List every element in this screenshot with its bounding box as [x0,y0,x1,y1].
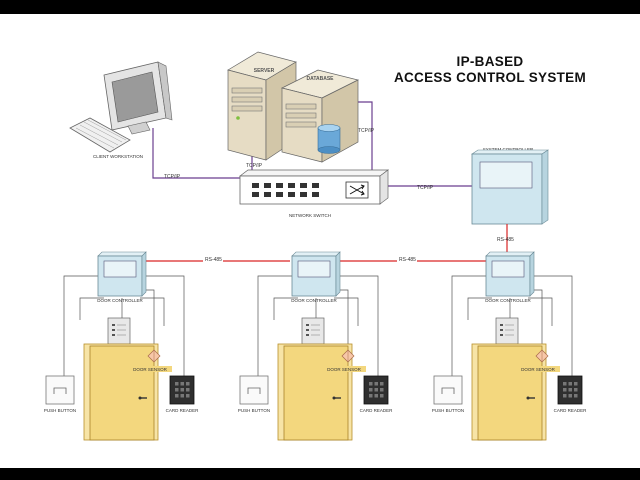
door-wiring [451,275,573,376]
door-controller-label: DOOR CONTROLLER [291,298,337,303]
system-controller: SYSTEM CONTROLLER [471,147,549,225]
door-wiring [63,275,185,376]
controller-bus-link-label: RS-485 [497,237,514,243]
door-controller-display [297,260,331,278]
door-panel [89,345,155,441]
ws-switch-link-label: TCP/IP [164,174,181,180]
push-button-icon [53,387,67,394]
card-reader-keypad-icon [563,382,578,398]
push-button-label: PUSH BUTTON [44,408,76,413]
door-controller-label: DOOR CONTROLLER [97,298,143,303]
door-controller-display [491,260,525,278]
card-reader-label: CARD READER [554,408,588,413]
mag-lock-body [495,317,519,345]
door-sensor-label: DOOR SENSOR [521,367,556,372]
push-button-plate [45,375,75,405]
door-controller-side [335,251,341,297]
push-button-icon [247,387,261,394]
door-controller-display [103,260,137,278]
switch-label: NETWORK SWITCH [289,213,331,218]
door-sensor-label: DOOR SENSOR [133,367,168,372]
system-controller-display [479,161,533,189]
door-panel [477,345,543,441]
push-button-label: PUSH BUTTON [432,408,464,413]
server-front [227,69,267,161]
system-controller-top [471,149,549,155]
switch-top [238,169,390,177]
mag-lock-icon [306,324,309,336]
push-button-icon [441,387,455,394]
switch-side [379,169,389,205]
ws-to-switch-link [152,128,242,179]
door-controller-label: DOOR CONTROLLER [485,298,531,303]
system-controller-side [541,149,549,225]
monitor-stand [127,121,151,135]
bus-1-label: RS-485 [205,257,222,263]
switch-ports [252,183,319,197]
mag-lock-icon [112,324,115,336]
mag-lock-icon [500,324,503,336]
card-reader-keypad-icon [175,382,190,398]
server-label: SERVER [254,68,275,74]
door-controller-top [97,251,147,257]
door-sensor-label: DOOR SENSOR [327,367,362,372]
server-switch-link-label: TCP/IP [246,163,263,169]
switch-controller-link-label: TCP/IP [417,185,434,191]
door-controller-top [291,251,341,257]
card-reader-label: CARD READER [166,408,200,413]
door-wiring [257,275,379,376]
workstation-label: CLIENT WORKSTATION [93,154,143,159]
diagram-title-line1: IP-BASED [457,54,524,69]
database-label: DATABASE [306,76,334,82]
door-panel [283,345,349,441]
push-button-plate [433,375,463,405]
door-controller-side [529,251,535,297]
diagram-title-line2: ACCESS CONTROL SYSTEM [394,70,586,85]
db-switch-link-label: TCP/IP [358,128,375,134]
server-led [236,116,240,120]
push-button-plate [239,375,269,405]
mag-lock-body [107,317,131,345]
card-reader-keypad-icon [369,382,384,398]
door-controller-top [485,251,535,257]
client-workstation: CLIENT WORKSTATION [69,61,173,159]
monitor-side [157,61,173,121]
network-switch: NETWORK SWITCH [238,169,390,218]
push-button-label: PUSH BUTTON [238,408,270,413]
database-icon [317,124,341,154]
card-reader-label: CARD READER [360,408,394,413]
system-controller-label: SYSTEM CONTROLLER [483,147,534,152]
monitor-screen [111,71,159,123]
mag-lock-body [301,317,325,345]
database-server: DATABASE [280,69,360,163]
door-controller-side [141,251,147,297]
bus-2-label: RS-485 [399,257,416,263]
switch-arrows-icon [349,184,365,196]
